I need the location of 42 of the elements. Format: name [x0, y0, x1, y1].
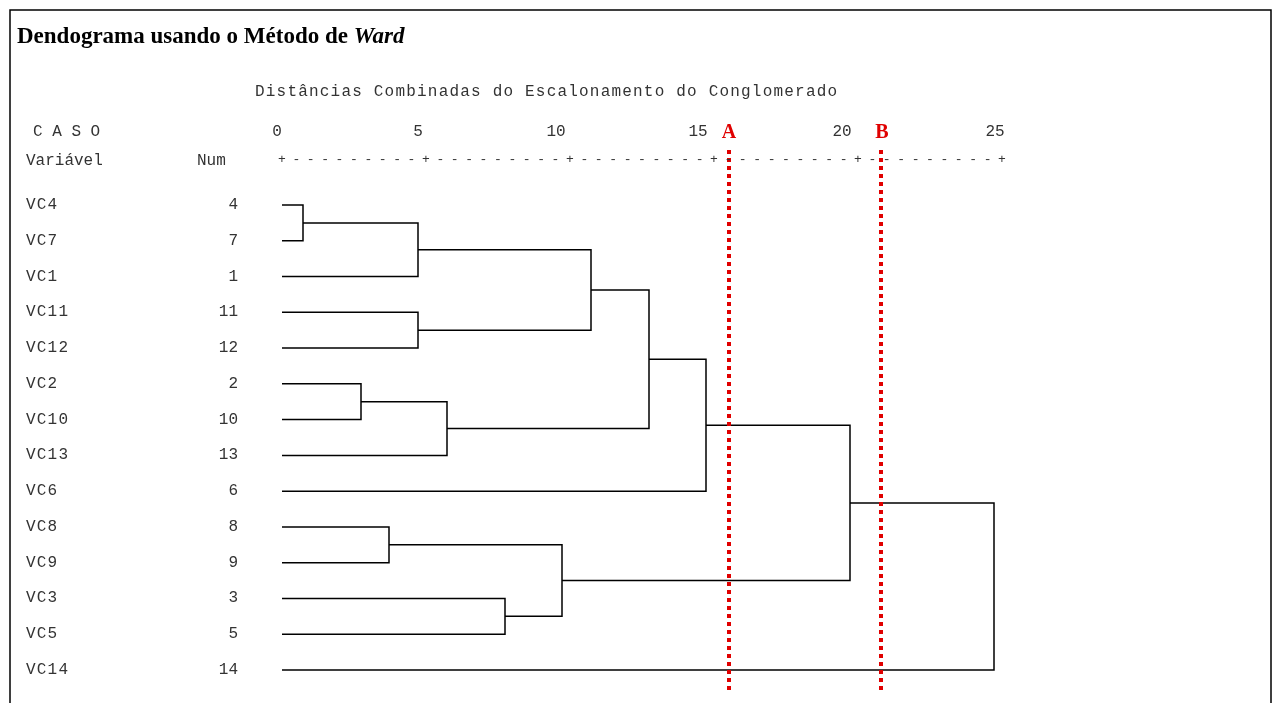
- row-label: VC14: [26, 662, 70, 678]
- case-number: 1: [228, 268, 238, 285]
- row-label: VC4: [26, 197, 59, 213]
- case-number: 4: [228, 197, 238, 213]
- column-header: Num: [197, 153, 226, 169]
- chart-title: Dendograma usando o Método de Ward: [17, 24, 405, 47]
- case-number: 3: [228, 590, 238, 607]
- row-label: VC1: [26, 268, 59, 285]
- row-label: VC6: [26, 483, 59, 500]
- column-header: C A S O: [33, 124, 101, 140]
- axis-tick-label: 10: [546, 124, 566, 140]
- row-label: VC12: [26, 340, 70, 357]
- case-number: 6: [228, 483, 238, 500]
- axis-tick-label: 0: [272, 124, 282, 140]
- axis-tick-label: 20: [832, 124, 852, 140]
- row-label: VC8: [26, 518, 59, 535]
- row-label: VC11: [26, 304, 70, 321]
- axis-ruler: +---------+---------+---------+---------+---------+: [278, 153, 1013, 166]
- row-label: VC3: [26, 590, 59, 607]
- case-number: 13: [218, 447, 238, 464]
- case-number: 12: [218, 340, 238, 357]
- case-number: 14: [218, 662, 238, 678]
- case-number: 8: [228, 518, 238, 535]
- axis-tick-label: 15: [688, 124, 708, 140]
- column-header: Variável: [26, 153, 103, 169]
- case-number: 11: [218, 304, 238, 321]
- row-label: VC9: [26, 554, 59, 571]
- case-number: 9: [228, 554, 238, 571]
- case-number: 5: [228, 626, 238, 643]
- case-number: 10: [218, 411, 238, 428]
- case-number: 7: [228, 232, 238, 249]
- case-number: 2: [228, 375, 238, 392]
- row-label: VC10: [26, 411, 70, 428]
- row-label: VC7: [26, 232, 59, 249]
- axis-title: Distâncias Combinadas do Escalonamento do Conglomerado: [255, 84, 839, 100]
- axis-tick-label: 5: [413, 124, 423, 140]
- row-label: VC13: [26, 447, 70, 464]
- cut-line-label: B: [875, 121, 889, 141]
- cut-line-label: A: [721, 121, 737, 141]
- row-label: VC2: [26, 375, 59, 392]
- row-label: VC5: [26, 626, 59, 643]
- axis-tick-label: 25: [985, 124, 1005, 140]
